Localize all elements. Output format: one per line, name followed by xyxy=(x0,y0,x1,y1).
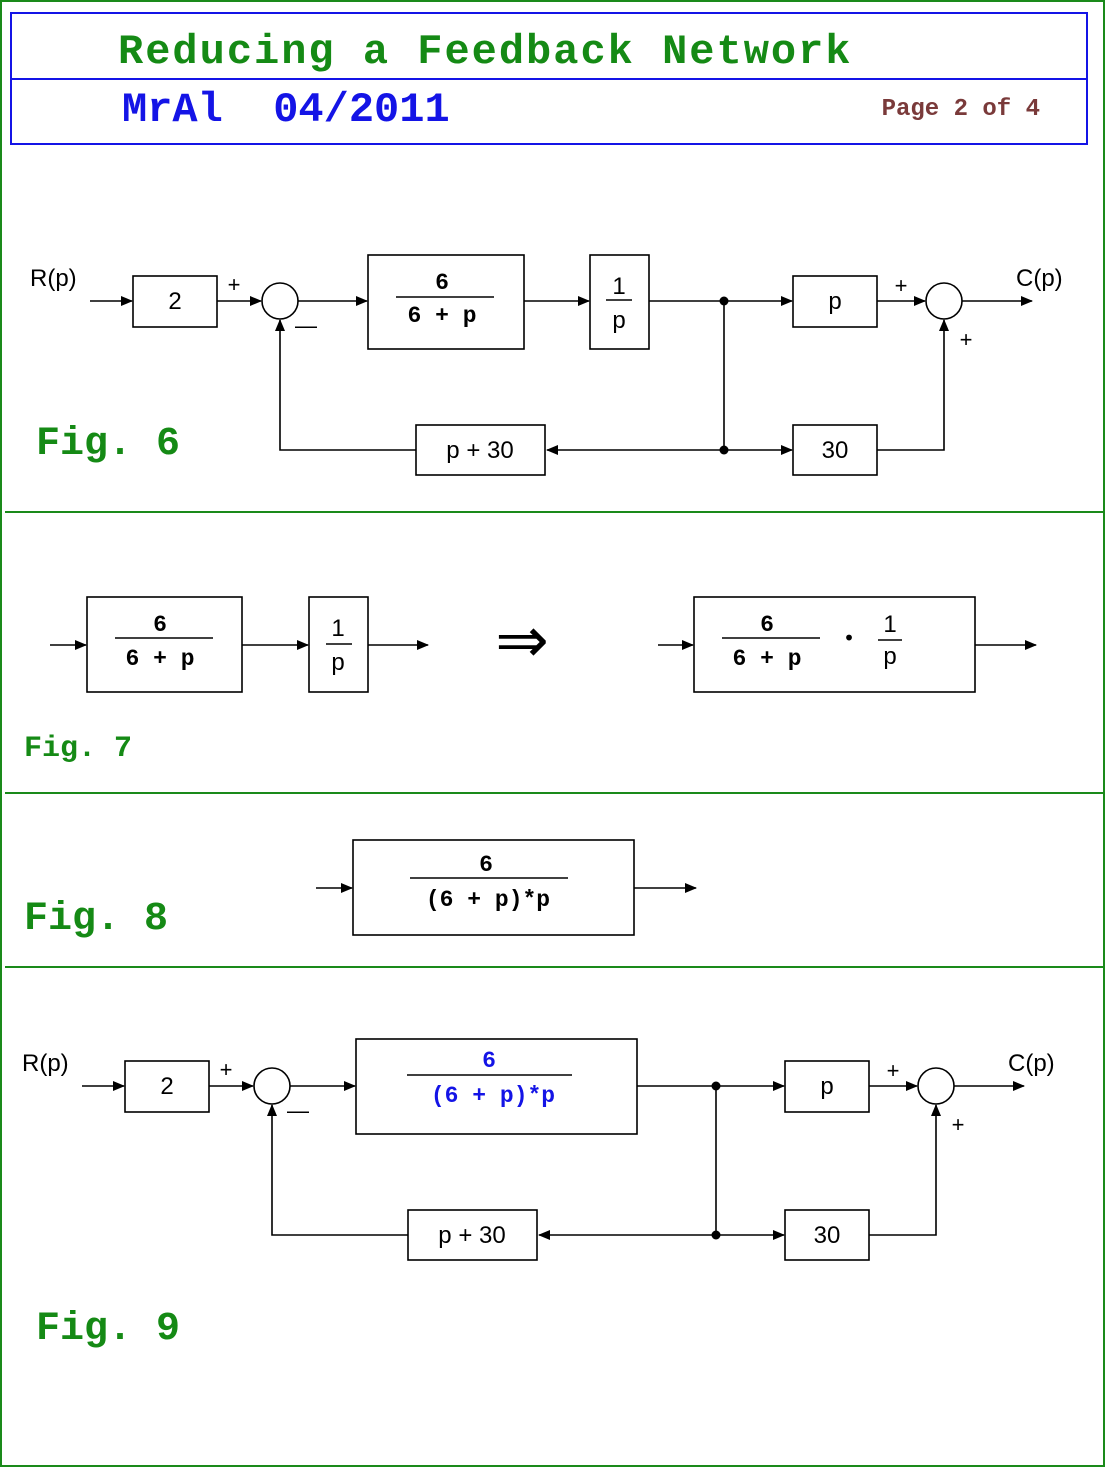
fig6-feedback-value: p + 30 xyxy=(446,437,513,464)
header-box: Reducing a Feedback Network MrAl 04/2011… xyxy=(10,12,1088,145)
fig7-g2-denominator: p xyxy=(331,649,344,676)
fig6-g1-numerator: 6 xyxy=(435,270,449,296)
fig6-sum2-plus-left: + xyxy=(895,273,908,298)
fig9-branch-point xyxy=(711,1230,721,1240)
fig9-input-label: R(p) xyxy=(22,1050,69,1077)
fig9-sum2-plus-bottom: + xyxy=(952,1112,965,1137)
fig7-diagram xyxy=(50,596,1037,693)
fig9-sum2-plus-left: + xyxy=(887,1058,900,1083)
fig7-combined-numerator-left: 6 xyxy=(760,612,774,638)
fig9-sum1-plus: + xyxy=(220,1057,233,1082)
fig6-g1-denominator: 6 + p xyxy=(407,303,476,329)
section-divider xyxy=(5,511,1105,513)
fig9-g-denominator: (6 + p)*p xyxy=(431,1083,555,1109)
header-divider xyxy=(12,78,1086,80)
fig6-sum1-plus: + xyxy=(228,272,241,297)
fig8-numerator: 6 xyxy=(479,852,493,878)
fig6-block30-value: 30 xyxy=(822,437,849,464)
fig6-g2-numerator: 1 xyxy=(612,273,625,300)
fig8-label: Fig. 8 xyxy=(24,897,169,942)
fig6-gain-value: 2 xyxy=(168,288,181,315)
fig7-g2-numerator: 1 xyxy=(331,615,344,642)
fig6-feedback-path xyxy=(275,319,416,451)
fig6-summing-junction-2 xyxy=(925,282,963,320)
fig7-g1-denominator: 6 + p xyxy=(125,646,194,672)
fig9-branch-point xyxy=(711,1081,721,1091)
section-divider xyxy=(5,966,1105,968)
fig8-diagram xyxy=(316,839,697,936)
multiply-dot-icon: • xyxy=(843,626,855,650)
fig6-p-value: p xyxy=(828,288,841,315)
fig7-combined-denominator-right: p xyxy=(883,643,896,670)
author-date: MrAl 04/2011 xyxy=(122,86,450,134)
fig9-p-value: p xyxy=(820,1073,833,1100)
fig6-output-label: C(p) xyxy=(1016,265,1063,292)
fig9-summing-junction-2 xyxy=(917,1067,955,1105)
fig6-input-label: R(p) xyxy=(30,265,77,292)
fig6-g2-denominator: p xyxy=(612,307,625,334)
fig6-label: Fig. 6 xyxy=(36,422,181,467)
page-title: Reducing a Feedback Network xyxy=(118,28,853,76)
fig9-sum1-minus: — xyxy=(287,1098,309,1123)
fig8-denominator: (6 + p)*p xyxy=(426,887,550,913)
fig9-gain-value: 2 xyxy=(160,1073,173,1100)
fig7-label: Fig. 7 xyxy=(24,732,133,766)
fig6-summing-junction-1 xyxy=(261,282,299,320)
fig7-g1-numerator: 6 xyxy=(153,612,167,638)
fig9-block30-value: 30 xyxy=(814,1222,841,1249)
fig6-branch-point xyxy=(719,296,729,306)
fig9-feedforward-path xyxy=(869,1104,941,1236)
fig7-combined-numerator-right: 1 xyxy=(883,611,896,638)
fig9-summing-junction-1 xyxy=(253,1067,291,1105)
fig6-branch-point xyxy=(719,445,729,455)
page-number: Page 2 of 4 xyxy=(881,96,1040,123)
fig6-sum2-plus-bottom: + xyxy=(960,327,973,352)
fig9-g-numerator: 6 xyxy=(482,1048,496,1074)
fig7-combined-block xyxy=(693,596,976,693)
fig9-feedback-path xyxy=(267,1104,408,1236)
fig6-feedforward-path xyxy=(877,319,949,451)
fig9-output-label: C(p) xyxy=(1008,1050,1055,1077)
section-divider xyxy=(5,792,1105,794)
fig9-diagram xyxy=(82,1038,1025,1261)
fig6-block-g1 xyxy=(367,254,525,350)
fig6-block-g2 xyxy=(589,254,650,350)
fig9-label: Fig. 9 xyxy=(36,1307,181,1352)
fig6-sum1-minus: — xyxy=(295,313,317,338)
fig7-combined-denominator-left: 6 + p xyxy=(732,646,801,672)
fig9-feedback-value: p + 30 xyxy=(438,1222,505,1249)
implies-arrow-icon: ⇒ xyxy=(495,604,549,678)
